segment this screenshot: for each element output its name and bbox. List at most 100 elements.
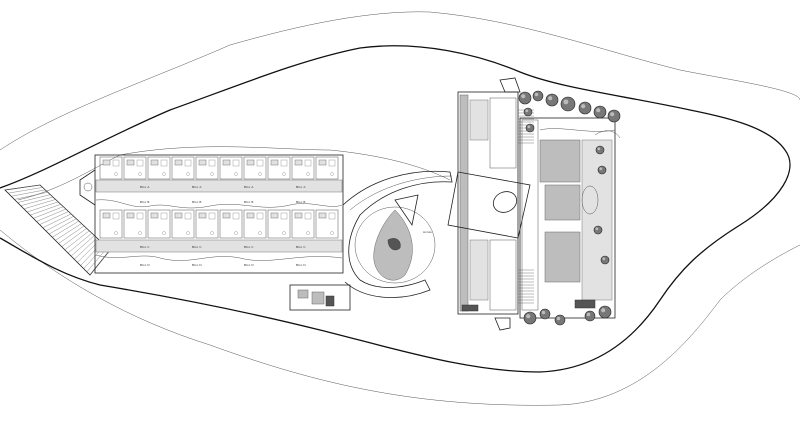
room-module [315,156,339,180]
bathroom [112,212,120,220]
room-module [171,209,195,239]
room-module [195,156,219,180]
room-module [123,156,147,180]
bathroom [208,159,216,167]
room-module [147,156,171,180]
tree-highlight [527,125,531,129]
tree-canopy [607,109,621,123]
room-label: Bloc A [296,185,306,189]
bathroom [184,159,192,167]
bathroom [304,212,312,220]
tree-canopy [578,101,592,115]
tree-canopy [523,107,533,117]
tree-highlight [521,94,526,99]
room-module [123,209,147,239]
bed [150,159,159,166]
bathroom [256,212,264,220]
tree-highlight [556,316,561,321]
tree-highlight [526,314,531,319]
tree-group [518,90,621,326]
bathroom [184,212,192,220]
tree-canopy [598,305,612,319]
room-module [171,156,195,180]
room-label: Bloc B [296,200,305,204]
bathroom [304,159,312,167]
fixture [210,231,214,235]
tree-canopy [523,311,537,325]
curved-walkway [342,170,453,298]
room-module [219,156,243,180]
residential-building-west [79,154,351,311]
tree-canopy [593,105,607,119]
room-label: Bloc D [296,263,306,267]
room-module [315,209,339,239]
bathroom [160,159,168,167]
fixture [114,172,118,176]
bed [174,159,183,166]
tree-canopy [525,123,535,133]
tree-highlight [595,227,599,231]
fixture [330,231,334,235]
bed [270,159,279,166]
bed [318,212,327,219]
bed [198,212,207,219]
bathroom [112,159,120,167]
bed [270,212,279,219]
bathroom [256,159,264,167]
bed [318,159,327,166]
room-module [195,209,219,239]
tree-highlight [601,308,606,313]
room-module [267,209,291,239]
bed [126,159,135,166]
tree-highlight [602,257,606,261]
tree-canopy [518,91,532,105]
room-module [243,156,267,180]
tree-canopy [554,314,566,326]
bathroom [328,212,336,220]
room-label: Bloc C [296,245,305,249]
room-module [267,156,291,180]
tree-highlight [581,104,586,109]
room-label: Bloc C [140,245,149,249]
tree-highlight [596,108,601,113]
tree-highlight [597,147,601,151]
room-module [99,156,123,180]
tree-canopy [600,255,610,265]
bed [294,212,303,219]
fixture [234,231,238,235]
circular-plaza [354,194,436,284]
tree-canopy [593,225,603,235]
bathroom [280,159,288,167]
fixture [114,231,118,235]
bathroom [136,159,144,167]
east-building-complex [447,77,621,331]
fixture [282,172,286,176]
room-label: Bloc A [244,185,254,189]
bathroom [232,212,240,220]
bed [222,212,231,219]
bathroom [208,212,216,220]
tree-canopy [532,90,544,102]
fixture [258,172,262,176]
bathroom [280,212,288,220]
bed [174,212,183,219]
fixture [210,172,214,176]
room-label: Bloc B [192,200,201,204]
site-outer-boundary [0,11,800,151]
tree-highlight [586,312,591,317]
bed [126,212,135,219]
fixture [282,231,286,235]
room-label: Bloc C [244,245,253,249]
room-label: Bloc D [244,263,254,267]
path-label: Accès [423,230,432,234]
bathroom [160,212,168,220]
tree-highlight [548,96,553,101]
bathroom [328,159,336,167]
tree-highlight [534,92,539,97]
bathroom [136,212,144,220]
tree-highlight [599,167,603,171]
tree-canopy [584,310,596,322]
hatched-ramp [4,184,111,276]
